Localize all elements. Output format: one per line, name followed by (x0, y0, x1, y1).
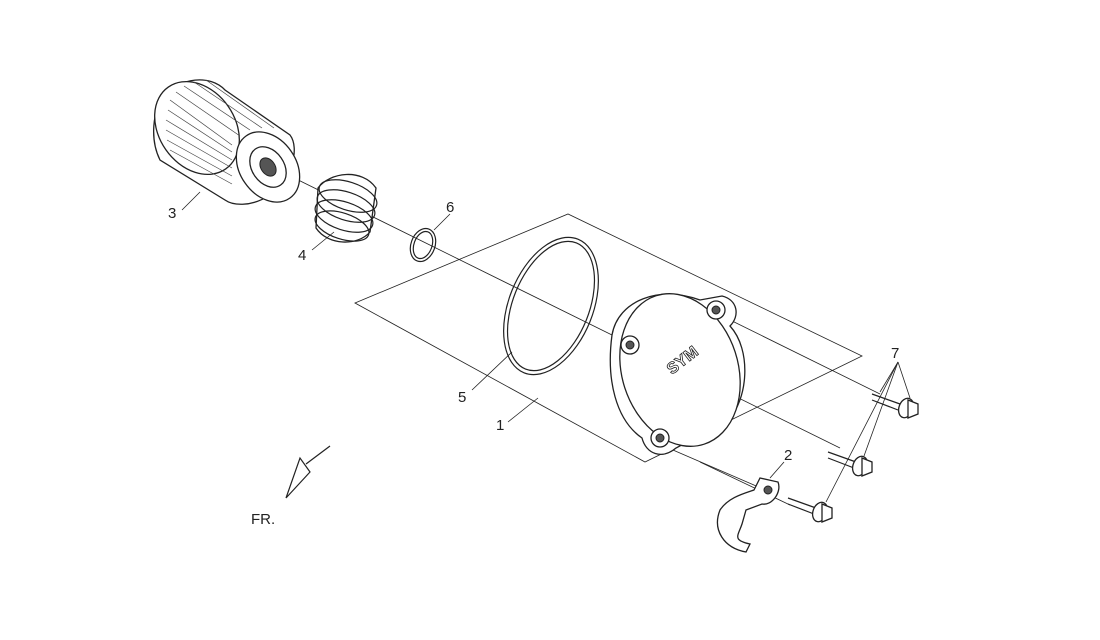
leader-5 (471, 351, 513, 391)
callout-3: 3 (168, 205, 176, 222)
large-o-ring-icon (503, 236, 599, 376)
cover-reference-plane (354, 213, 863, 463)
callout-7: 7 (891, 345, 899, 362)
leader-7b (897, 361, 911, 399)
direction-label: FR. (251, 511, 275, 528)
leader-7d (825, 361, 899, 503)
bolt-axis-line-lower (665, 446, 771, 493)
small-o-ring-icon (409, 227, 437, 263)
leader-3 (181, 191, 201, 211)
cable-clip-icon (716, 477, 780, 553)
leader-7c (863, 361, 899, 457)
filter-cover-icon: SYM (609, 293, 746, 455)
callout-1: 1 (496, 417, 504, 434)
spring-icon (314, 173, 378, 243)
bolt-axis-line-upper (721, 315, 881, 395)
leader-2 (769, 461, 785, 479)
callout-2: 2 (784, 447, 792, 464)
leader-1 (507, 397, 539, 423)
callout-5: 5 (458, 389, 466, 406)
leader-4 (311, 231, 335, 251)
leader-6 (433, 213, 451, 231)
oil-filter-element-icon (153, 79, 301, 205)
callout-4: 4 (298, 247, 306, 264)
callout-6: 6 (446, 199, 454, 216)
flange-bolt-icon (787, 393, 919, 523)
front-direction-arrow-icon (285, 445, 331, 499)
